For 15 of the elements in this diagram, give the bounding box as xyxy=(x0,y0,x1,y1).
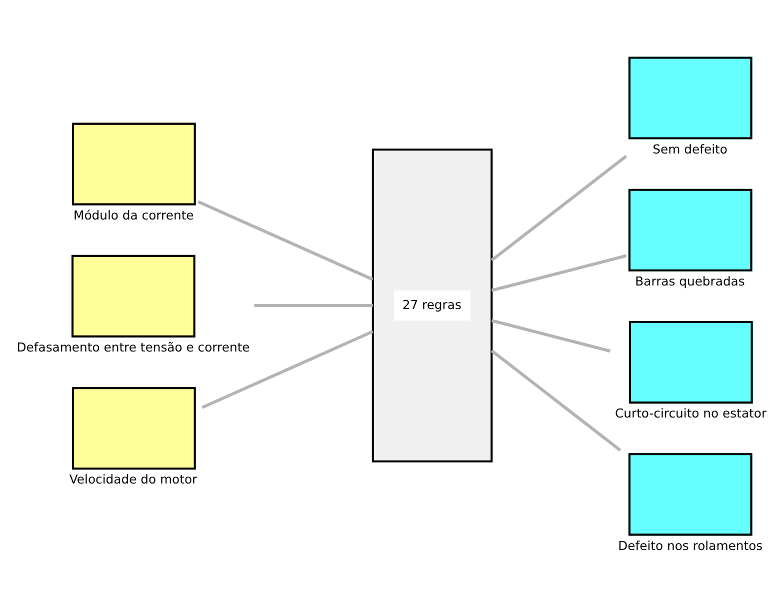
node-label: Módulo da corrente xyxy=(74,208,194,222)
connector xyxy=(202,330,374,408)
connector xyxy=(198,200,374,280)
node-label: Barras quebradas xyxy=(635,274,745,288)
connector xyxy=(491,318,611,352)
connector xyxy=(490,154,628,261)
connector xyxy=(254,303,373,307)
node-box: 27 regras xyxy=(372,148,493,462)
connector xyxy=(491,254,627,292)
node-label: Sem defeito xyxy=(652,142,728,156)
node-label: Velocidade do motor xyxy=(69,472,198,486)
node-label: Defasamento entre tensão e corrente xyxy=(16,340,250,354)
connector xyxy=(490,349,622,451)
node-label: Curto-circuito no estator xyxy=(615,406,767,420)
node-label: Defeito nos rolamentos xyxy=(618,538,763,552)
